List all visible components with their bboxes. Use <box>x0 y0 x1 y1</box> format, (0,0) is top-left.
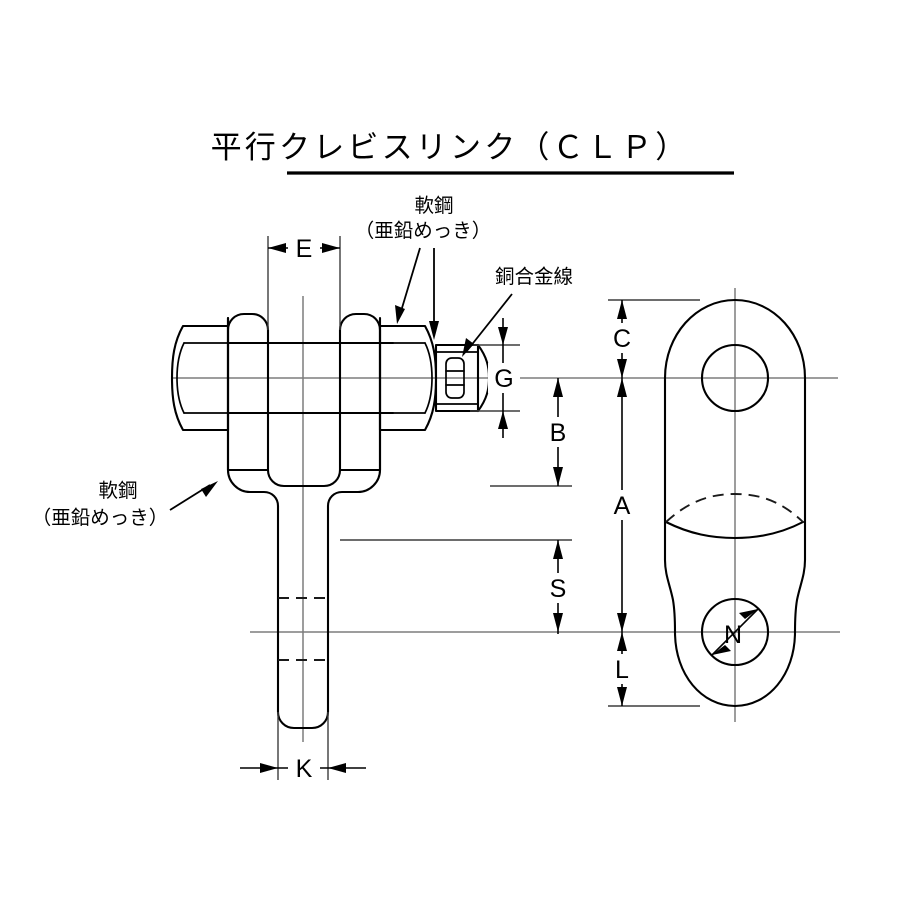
clevis-jaw-right <box>338 312 382 472</box>
note-mild-steel-top-line2: （亜鉛めっき） <box>355 219 492 242</box>
twist-hidden-line <box>665 493 804 523</box>
dim-S: S <box>340 539 574 634</box>
split-pin <box>445 357 465 399</box>
dim-L: L <box>606 632 700 707</box>
clevis-jaw-gap <box>266 468 342 488</box>
dim-label-K: K <box>296 755 313 783</box>
shank-hidden-hole <box>278 597 328 661</box>
note-mild-steel-left: 軟鋼 （亜鉛めっき） <box>32 479 218 529</box>
dim-label-B: B <box>550 419 567 447</box>
dim-label-C: C <box>613 325 631 353</box>
note-mild-steel-left-line1: 軟鋼 <box>98 479 137 502</box>
dim-label-G: G <box>494 365 513 393</box>
dim-label-S: S <box>550 575 567 603</box>
note-copper-alloy-wire-line1: 銅合金線 <box>495 265 573 288</box>
link-plate-outline <box>663 298 807 708</box>
lower-hole <box>700 597 770 667</box>
note-mild-steel-top: 軟鋼 （亜鉛めっき） <box>355 194 492 340</box>
dim-K: K <box>240 712 366 783</box>
note-mild-steel-top-line1: 軟鋼 <box>414 194 453 217</box>
dim-label-L: L <box>615 656 629 684</box>
hex-nut-left <box>170 324 230 432</box>
title-block: 平行クレビスリンク（ＣＬＰ） <box>211 130 734 175</box>
view-front <box>170 312 491 730</box>
dim-C: C <box>606 299 700 378</box>
dim-E: E <box>267 234 341 330</box>
dim-G: G <box>470 318 520 438</box>
upper-hole <box>700 343 770 413</box>
bolt-shaft <box>226 341 395 415</box>
clevis-body <box>226 316 382 730</box>
dim-label-E: E <box>296 235 313 263</box>
center-lines-group <box>172 288 840 742</box>
twist-visible-line <box>664 520 805 540</box>
dim-N: N <box>711 608 759 656</box>
note-mild-steel-left-line2: （亜鉛めっき） <box>32 506 169 529</box>
dim-label-N: N <box>724 621 742 649</box>
dim-A: A <box>606 378 638 632</box>
dim-B: B <box>490 378 574 487</box>
drawing-title: 平行クレビスリンク（ＣＬＰ） <box>211 130 690 166</box>
clevis-jaw-left <box>226 312 270 472</box>
view-side <box>663 298 807 708</box>
note-copper-alloy-wire: 銅合金線 <box>462 265 573 357</box>
dim-label-A: A <box>614 492 631 520</box>
